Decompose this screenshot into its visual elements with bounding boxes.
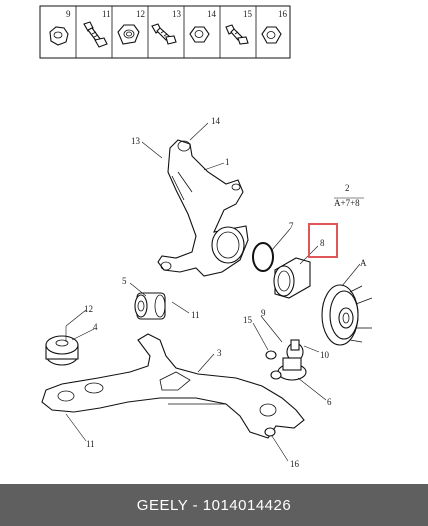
highlight-box-part-8	[308, 223, 338, 258]
header-label-13: 13	[172, 9, 182, 19]
callout-8: 8	[320, 238, 325, 248]
snap-ring	[252, 242, 274, 272]
callout-13: 13	[131, 136, 141, 146]
header-label-11: 11	[102, 9, 111, 19]
bushing	[134, 292, 166, 320]
callout-1: 1	[225, 157, 230, 167]
flange-nut-12-icon	[117, 24, 140, 45]
formula-label: A+7+8	[334, 198, 360, 208]
header-label-14: 14	[207, 9, 217, 19]
callout-16: 16	[290, 459, 300, 469]
parts-diagram: 9 11 12 13 14 15 16	[39, 5, 373, 469]
callout-6: 6	[327, 397, 332, 407]
nut-16-icon	[261, 26, 282, 44]
header-parts-strip: 9 11 12 13 14 15 16	[39, 5, 291, 59]
callout-A: A	[360, 258, 367, 268]
callout-10: 10	[320, 350, 330, 360]
callout-4: 4	[93, 322, 98, 332]
steering-knuckle	[157, 139, 249, 277]
callout-3: 3	[217, 348, 222, 358]
footer-text: GEELY - 1014014426	[136, 496, 292, 514]
ball-joint	[265, 339, 307, 381]
header-label-12: 12	[136, 9, 145, 19]
nut-14-icon	[189, 26, 210, 43]
header-label-15: 15	[243, 9, 253, 19]
lower-control-arm	[41, 333, 305, 439]
leader-lines	[65, 122, 364, 462]
part-number-footer: GEELY - 1014014426	[0, 484, 428, 526]
wheel-hub	[321, 284, 373, 346]
header-label-9: 9	[66, 9, 71, 19]
header-label-16: 16	[278, 9, 288, 19]
nut-9-icon	[49, 26, 69, 46]
bolt-13-icon	[151, 23, 177, 45]
callout-9: 9	[261, 308, 266, 318]
bolt-15-icon	[225, 24, 249, 45]
callout-11-upper: 11	[191, 310, 200, 320]
callout-12: 12	[84, 304, 93, 314]
bolt-11-icon	[83, 21, 108, 48]
callout-11-lower: 11	[86, 439, 95, 449]
callout-14: 14	[211, 116, 221, 126]
callout-15: 15	[243, 315, 253, 325]
callout-2: 2	[345, 183, 350, 193]
wheel-bearing	[273, 257, 311, 299]
callout-5: 5	[122, 276, 127, 286]
rubber-bushing	[45, 335, 79, 366]
callout-7: 7	[289, 221, 294, 231]
